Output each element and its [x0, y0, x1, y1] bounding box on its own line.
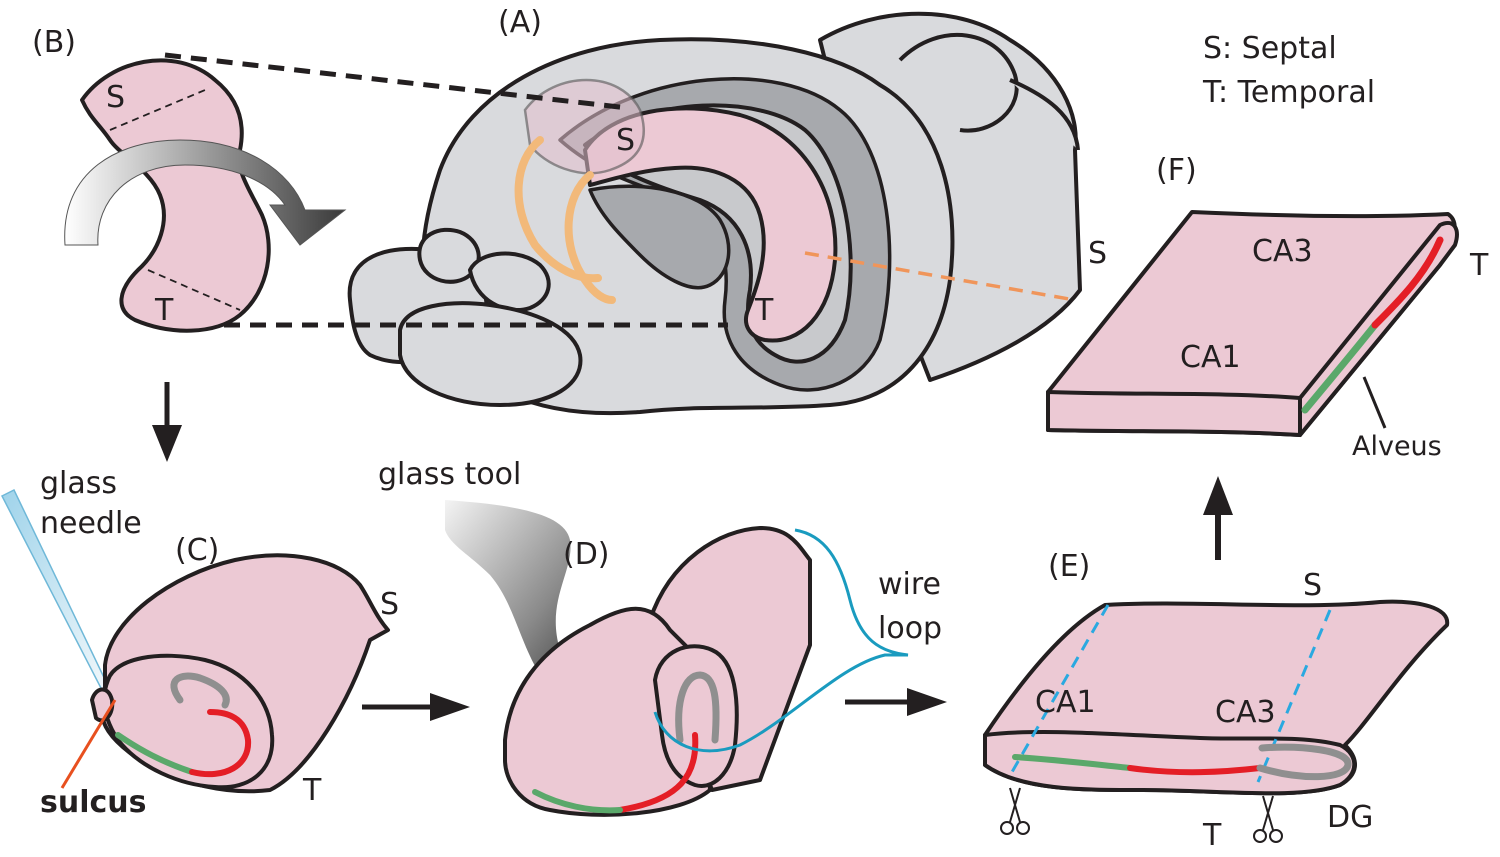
- hippocampus-ghost: [523, 78, 645, 175]
- glass-needle-label-2: needle: [40, 506, 142, 541]
- legend-temporal: T: Temporal: [1202, 75, 1375, 110]
- alveus-label: Alveus: [1352, 431, 1442, 462]
- panel-d-label: (D): [563, 537, 610, 572]
- cut-mark-b-1: [109, 89, 206, 131]
- glass-tool: [445, 500, 610, 711]
- alveus-pointer: [1362, 376, 1387, 429]
- panel-d: glass tool (D) wire loop: [378, 457, 942, 817]
- panel-c: glass needle (C) S T sulcus: [0, 466, 399, 820]
- brain-diagram: S T (A): [164, 5, 1082, 416]
- c-ca1-arc: [115, 732, 195, 775]
- d-ca1-line: [532, 789, 623, 814]
- down-arrow-head: [152, 425, 182, 462]
- slab-front: [1046, 390, 1302, 437]
- f-ca3-line: [1371, 236, 1444, 329]
- wire-loop-label-1: wire: [878, 567, 941, 602]
- glass-tool-label: glass tool: [378, 457, 521, 492]
- scissors-icon-right: [1253, 795, 1283, 843]
- hippocampus-in-brain: [583, 106, 838, 343]
- brain-dark-pocket: [588, 184, 731, 290]
- b-temporal-label: T: [154, 293, 174, 328]
- c-dg-arc: [170, 672, 230, 709]
- cut-line-ca3: [1256, 609, 1332, 783]
- panel-e-label: (E): [1048, 549, 1090, 584]
- brain-ventral-2: [417, 227, 481, 284]
- b-septal-label: S: [106, 80, 125, 115]
- e-ca1-line: [1012, 754, 1133, 771]
- brain-ventral-4: [398, 301, 583, 407]
- panel-a-label: (A): [498, 5, 542, 40]
- flattened-front-edge: [983, 730, 1357, 796]
- brain-folia-1: [898, 33, 1019, 133]
- e-dg-label: DG: [1327, 800, 1373, 835]
- brain-septal-label: S: [616, 123, 635, 158]
- brain-ventral-3: [468, 251, 551, 312]
- legend-septal: S: Septal: [1203, 31, 1337, 66]
- f-septal-label: S: [1088, 236, 1107, 271]
- c-septal-label: S: [380, 587, 399, 622]
- f-ca3-label: CA3: [1252, 234, 1313, 269]
- cut-mark-b-2: [147, 269, 241, 311]
- f-temporal-label: T: [1469, 248, 1489, 283]
- brain-folia-2: [1009, 78, 1080, 151]
- arrow-c-d-head: [430, 693, 470, 721]
- e-septal-label: S: [1303, 568, 1322, 603]
- wire-loop-label-2: loop: [878, 611, 942, 646]
- fimbria-1: [514, 136, 602, 283]
- c-ca3-arc: [189, 709, 252, 778]
- scissors-icon-left: [1000, 787, 1030, 835]
- e-temporal-label: T: [1202, 818, 1222, 853]
- fimbria-2: [564, 171, 616, 304]
- f-ca1-line: [1301, 321, 1379, 414]
- hippocampus-isolated: [80, 58, 271, 333]
- brain-temporal-label: T: [754, 293, 774, 328]
- panel-c-label: (C): [175, 533, 219, 568]
- panel-b: S T (B): [32, 25, 347, 462]
- c-temporal-label: T: [302, 773, 322, 808]
- cut-line-ca1: [1010, 604, 1110, 773]
- arrow-d-e-head: [907, 688, 947, 716]
- wire-loop: [653, 528, 909, 753]
- d-ca3-line: [617, 732, 699, 813]
- sulcus-pointer: [60, 699, 117, 789]
- panel-f: (F) S CA3 CA1 T Alveus: [1046, 153, 1489, 462]
- up-arrow-head: [1203, 476, 1233, 515]
- e-dg-arc: [1256, 743, 1352, 781]
- e-ca3-label: CA3: [1215, 695, 1276, 730]
- e-ca1-label: CA1: [1035, 685, 1096, 720]
- sulcus-flap: [90, 687, 115, 723]
- panel-e: (E) S CA1 CA3 T DG: [983, 549, 1450, 853]
- rotation-arrow: [64, 139, 347, 246]
- panel-b-label: (B): [32, 25, 76, 60]
- e-ca3-line: [1127, 765, 1263, 776]
- panel-f-label: (F): [1156, 153, 1197, 188]
- f-ca1-label: CA1: [1180, 340, 1241, 375]
- glass-needle-label-1: glass: [40, 466, 117, 501]
- d-dg-arc: [675, 671, 720, 744]
- sulcus-label: sulcus: [40, 785, 147, 820]
